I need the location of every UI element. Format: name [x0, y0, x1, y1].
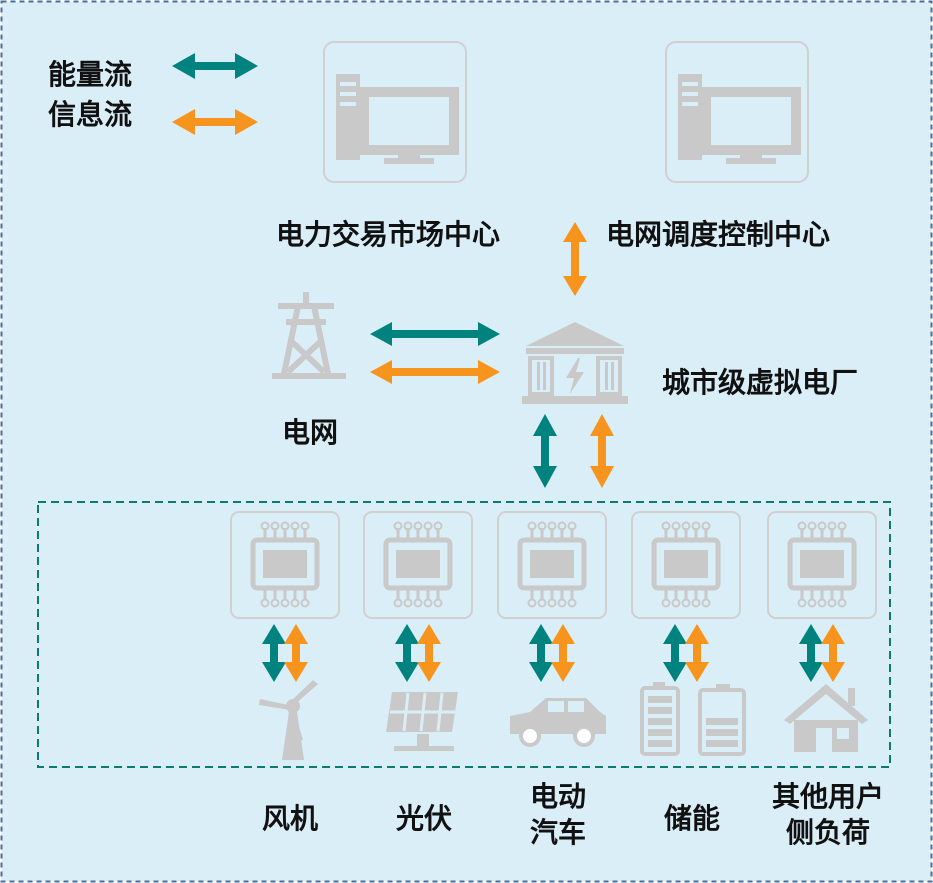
device-energy-arrow [799, 624, 823, 682]
virtual-power-plant-icon [522, 322, 628, 404]
device-info-arrow [551, 624, 575, 682]
controller-chip-icon [363, 511, 473, 619]
house-icon [784, 684, 868, 752]
device-label-solar: 光伏 [395, 802, 452, 835]
battery-icon [640, 682, 746, 756]
device-label-other-line2: 侧负荷 [785, 816, 870, 849]
device-info-arrow [685, 624, 709, 682]
power-tower-icon [272, 292, 346, 379]
device-energy-arrow [395, 624, 419, 682]
wind-turbine-icon [259, 680, 318, 760]
device-info-arrow [821, 624, 845, 682]
grid-label: 电网 [282, 416, 339, 449]
computer-icon [665, 41, 809, 183]
device-label-other-line1: 其他用户 [771, 780, 884, 813]
device-energy-arrow [663, 624, 687, 682]
device-arrow-pairs [262, 624, 845, 682]
device-label-ev-line1: 电动 [529, 780, 586, 813]
info-flow-legend-arrow [172, 109, 258, 135]
vpp-label: 城市级虚拟电厂 [662, 366, 859, 399]
device-energy-arrow [529, 624, 553, 682]
car-icon [510, 698, 606, 747]
controller-chip-icon [631, 511, 741, 619]
vpp-devices-energy-arrow [533, 414, 557, 488]
device-energy-arrow [262, 624, 286, 682]
market-center-label: 电力交易市场中心 [276, 218, 501, 251]
grid-vpp-energy-arrow [370, 322, 500, 346]
device-label-wind: 风机 [261, 802, 318, 835]
grid-vpp-info-arrow [370, 360, 500, 384]
energy-flow-legend-arrow [172, 53, 258, 79]
dispatch-center-label: 电网调度控制中心 [606, 218, 831, 251]
legend-energy-flow-label: 能量流 [48, 58, 133, 91]
device-info-arrow [284, 624, 308, 682]
dispatch-vpp-info-arrow [563, 222, 587, 296]
device-label-ev-line2: 汽车 [529, 816, 586, 849]
legend-info-flow-label: 信息流 [48, 98, 133, 131]
computer-icon [323, 41, 467, 183]
solar-panel-icon [386, 692, 458, 751]
vpp-devices-info-arrow [590, 414, 614, 488]
device-label-storage: 储能 [663, 802, 720, 835]
controller-chips [230, 511, 877, 619]
controller-chip-icon [767, 511, 877, 619]
controller-chip-icon [497, 511, 607, 619]
controller-chip-icon [230, 511, 340, 619]
device-info-arrow [417, 624, 441, 682]
